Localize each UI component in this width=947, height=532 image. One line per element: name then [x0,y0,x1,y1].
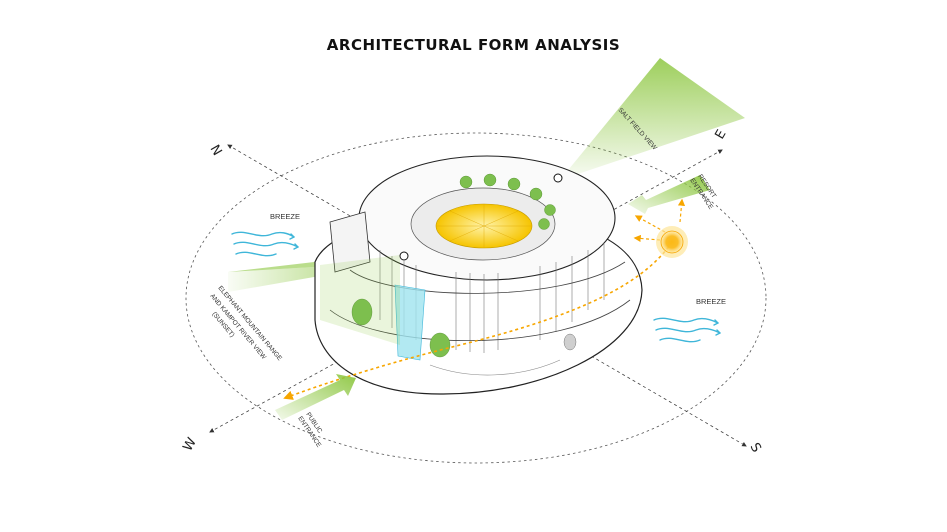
site-boundary-ellipse [185,132,767,464]
lower-floor-slab [329,299,631,342]
ground-shrub [563,333,577,351]
roof-trees [459,173,556,230]
east-west-axis [209,149,723,433]
salt-field-view-cone [560,58,745,180]
sun-ray-2 [633,234,661,243]
roof-marker-icon [553,173,563,183]
sun-ray-1 [634,215,666,233]
breeze-left-label: BREEZE [270,212,300,221]
sun-ray-3 [677,198,686,223]
dome-ribs [436,204,532,248]
sun-path [283,241,673,400]
roof-marker-icon-2 [399,251,409,261]
sun-icon [660,230,684,254]
glass-water-feature [394,284,426,361]
left-wing-block [329,211,371,273]
compass-north-label: N [207,143,225,159]
breeze-right-label: BREEZE [696,297,726,306]
facade-columns [379,243,605,353]
compass-south-label: S [747,441,764,456]
diagram-title: ARCHITECTURAL FORM ANALYSIS [326,36,621,54]
mid-floor-slab [349,261,626,294]
ground-steps [429,359,561,376]
breeze-left-wind-icon [231,231,299,257]
compass-east-label: E [712,127,729,142]
compass-west-label: W [180,435,199,454]
resort-entrance-arrow [628,175,710,214]
breeze-right-wind-icon [653,317,721,343]
public-entrance-arrow [275,374,356,420]
